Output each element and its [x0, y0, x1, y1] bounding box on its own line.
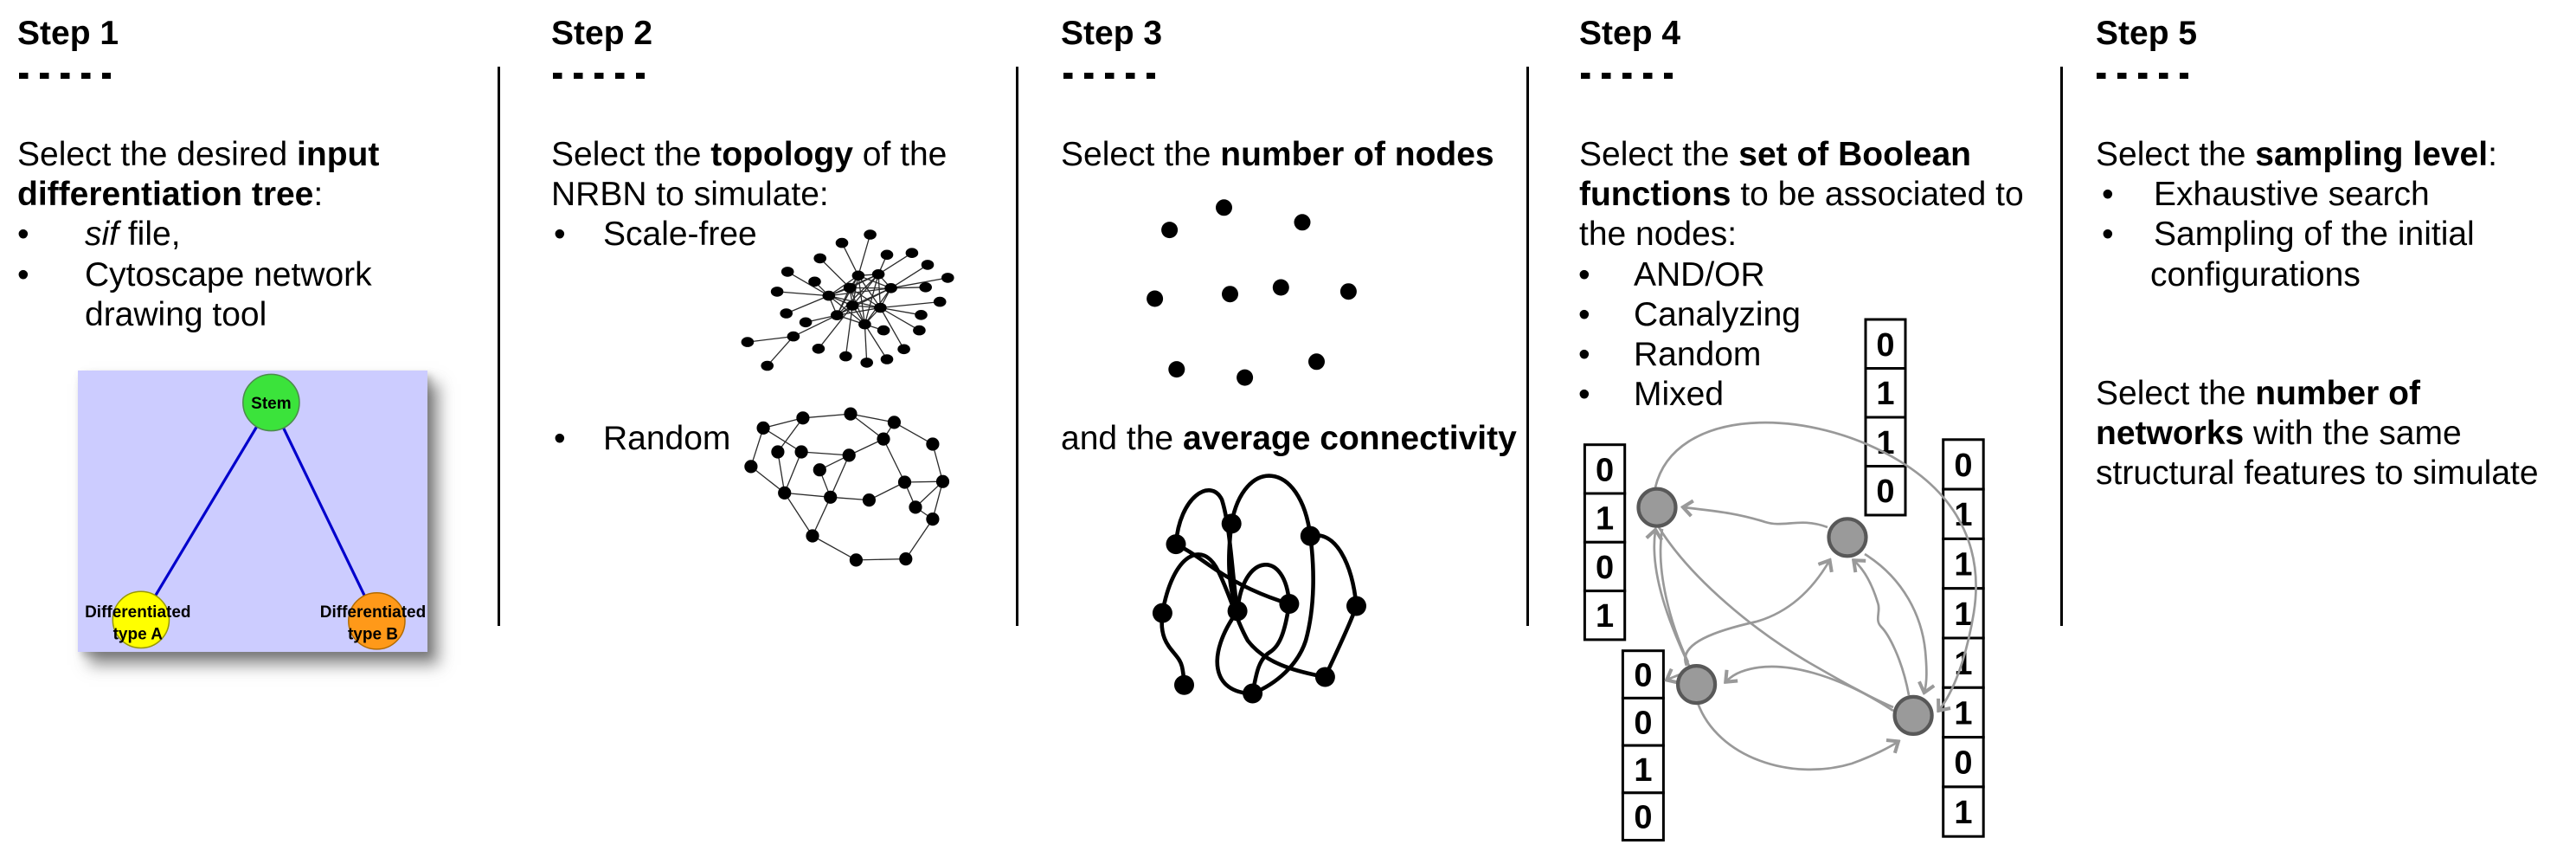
svg-text:1: 1 [1954, 497, 1972, 533]
svg-text:1: 1 [1876, 376, 1894, 412]
svg-text:0: 0 [1876, 474, 1894, 510]
svg-text:Differentiated: Differentiated [320, 603, 426, 622]
svg-text:Differentiated: Differentiated [85, 603, 190, 622]
svg-text:1: 1 [1954, 795, 1972, 831]
svg-text:1: 1 [1954, 547, 1972, 583]
svg-text:type A: type A [113, 625, 164, 643]
svg-text:0: 0 [1596, 550, 1614, 586]
svg-text:0: 0 [1954, 745, 1972, 782]
svg-text:0: 0 [1634, 800, 1652, 836]
svg-text:1: 1 [1596, 598, 1614, 635]
svg-text:0: 0 [1954, 448, 1972, 484]
svg-text:type B: type B [348, 625, 398, 643]
svg-text:0: 0 [1634, 658, 1652, 694]
svg-text:0: 0 [1876, 327, 1894, 364]
svg-text:1: 1 [1876, 425, 1894, 461]
svg-text:Stem: Stem [251, 395, 291, 413]
svg-text:0: 0 [1634, 705, 1652, 741]
svg-text:1: 1 [1596, 501, 1614, 538]
svg-text:0: 0 [1596, 452, 1614, 488]
svg-text:1: 1 [1954, 695, 1972, 732]
svg-text:1: 1 [1634, 752, 1652, 789]
svg-text:1: 1 [1954, 596, 1972, 633]
